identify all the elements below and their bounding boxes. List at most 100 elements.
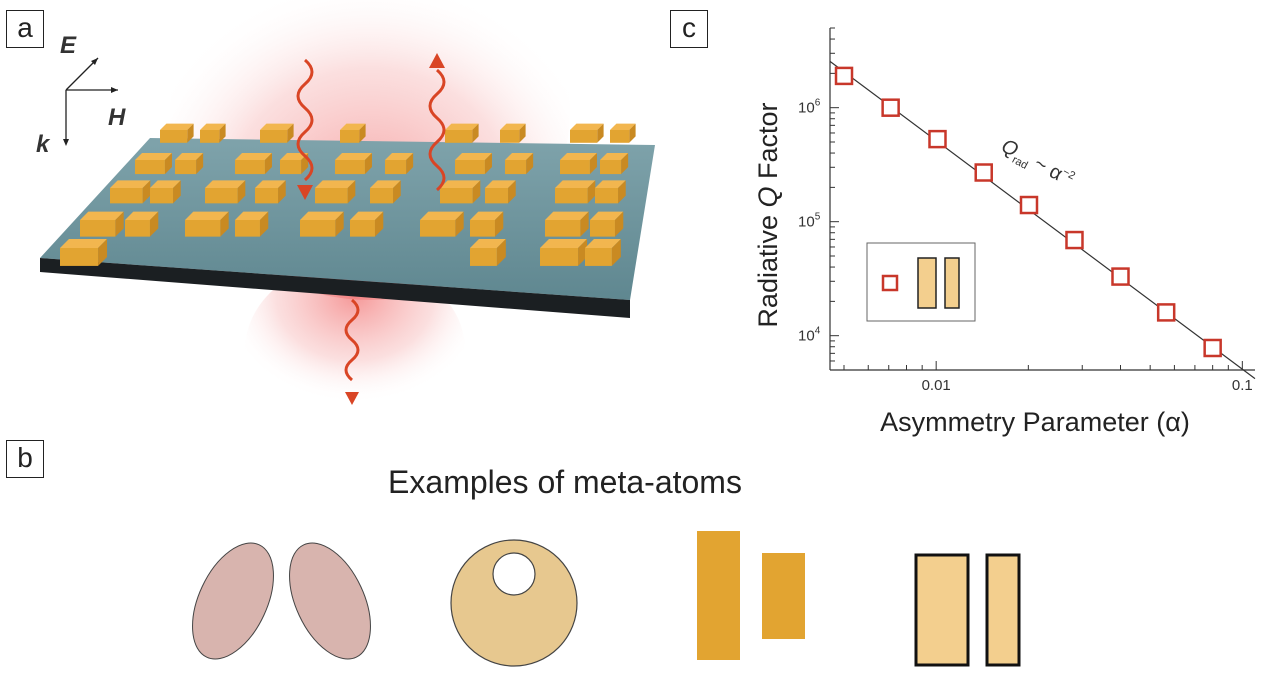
k-axis-arrowhead: [63, 139, 69, 146]
panel-b: b Examples of meta-atoms: [0, 440, 1265, 687]
fit-line: [829, 60, 1256, 380]
reflected-wave-arrow: [428, 68, 446, 192]
resonator-block: [315, 180, 356, 204]
resonator-block: [185, 211, 229, 237]
e-axis-arrowhead: [91, 58, 98, 65]
resonator-block: [200, 123, 226, 143]
x-tick-label: 0.1: [1232, 377, 1253, 394]
resonator-array: [60, 123, 636, 266]
resonator-block: [60, 239, 108, 266]
resonator-block: [385, 152, 414, 175]
resonator-block: [80, 211, 124, 237]
y-tick-label: 106: [798, 98, 821, 117]
transmitted-arrowhead: [345, 392, 359, 405]
data-point-marker: [928, 129, 947, 149]
framed-narrow-bar: [985, 553, 1021, 667]
data-point-marker: [881, 98, 900, 117]
bar-pair-meta-atom: [697, 531, 805, 660]
h-axis-arrowhead: [111, 87, 118, 93]
resonator-block: [335, 152, 372, 175]
resonator-block: [470, 239, 506, 266]
coordinate-axes: [65, 57, 118, 143]
resonator-block: [350, 211, 384, 237]
k-vector-label: k: [36, 131, 51, 158]
disk: [450, 539, 578, 667]
data-point-marker: [1019, 195, 1039, 215]
data-points: [834, 66, 1222, 358]
resonator-block: [260, 123, 294, 143]
ellipse-pair-meta-atom: [192, 542, 371, 660]
right-ellipse: [289, 542, 371, 660]
resonator-block: [235, 211, 269, 237]
resonator-block: [500, 123, 526, 143]
meta-atoms-title: Examples of meta-atoms: [388, 464, 742, 500]
reflected-arrowhead: [429, 53, 445, 68]
resonator-block: [255, 180, 286, 204]
framed-wide-bar: [914, 553, 970, 667]
resonator-block: [125, 211, 159, 237]
resonator-block: [540, 239, 588, 266]
data-point-marker: [1065, 230, 1084, 250]
wave-arrows: [296, 58, 446, 382]
resonator-block: [545, 211, 589, 237]
short-bar: [762, 553, 805, 639]
inset-square-marker: [881, 274, 899, 292]
incident-wave-arrow: [296, 58, 314, 182]
resonator-block: [555, 180, 596, 204]
left-ellipse: [192, 542, 274, 660]
resonator-block: [135, 152, 172, 175]
resonator-block: [590, 211, 624, 237]
resonator-block: [340, 123, 366, 143]
tall-bar: [697, 531, 740, 660]
resonator-block: [150, 180, 181, 204]
resonator-block: [370, 180, 401, 204]
incident-arrowhead: [297, 185, 313, 200]
y-tick-label: 105: [798, 212, 821, 231]
panel-label-a: a: [6, 10, 44, 48]
resonator-block: [175, 152, 204, 175]
data-point-marker: [834, 66, 854, 86]
resonator-block: [160, 123, 194, 143]
resonator-block: [300, 211, 344, 237]
e-field-label: E: [60, 32, 77, 59]
disk-hole: [492, 552, 536, 596]
power-law-fit-line: [829, 60, 1256, 380]
transmitted-beam: [245, 260, 465, 440]
panel-label-b: b: [6, 440, 44, 478]
resonator-block: [610, 123, 636, 143]
y-tick-label: 104: [798, 326, 821, 345]
resonator-block: [600, 152, 629, 175]
panel-a: E H k a: [0, 0, 660, 440]
resonator-block: [455, 152, 492, 175]
inset-narrow-bar: [944, 257, 960, 309]
substrate-edge: [40, 258, 630, 318]
data-point-marker: [1156, 303, 1176, 322]
resonator-block: [585, 239, 621, 266]
h-field-label: H: [108, 104, 126, 131]
scaling-annotation: Qrad ~ α−2: [996, 135, 1077, 194]
resonator-block: [570, 123, 604, 143]
x-axis-title: Asymmetry Parameter (α): [880, 407, 1190, 437]
resonator-block: [205, 180, 246, 204]
data-point-marker: [1203, 338, 1222, 358]
transmitted-wave-arrow: [344, 298, 360, 382]
resonator-block: [595, 180, 626, 204]
resonator-block: [485, 180, 516, 204]
chart-axes: [829, 28, 1255, 371]
resonator-block: [235, 152, 272, 175]
resonator-block: [560, 152, 597, 175]
panel-label-c: c: [670, 10, 708, 48]
resonator-block: [440, 180, 481, 204]
legend-inset: [866, 242, 976, 322]
resonator-block: [445, 123, 479, 143]
metasurface-illustration: E H k: [36, 0, 655, 440]
resonator-block: [420, 211, 464, 237]
resonator-block: [110, 180, 151, 204]
resonator-block: [470, 211, 504, 237]
y-axis-title: Radiative Q Factor: [753, 102, 783, 327]
data-point-marker: [1111, 267, 1130, 286]
framed-bar-pair-meta-atom: [914, 553, 1021, 667]
